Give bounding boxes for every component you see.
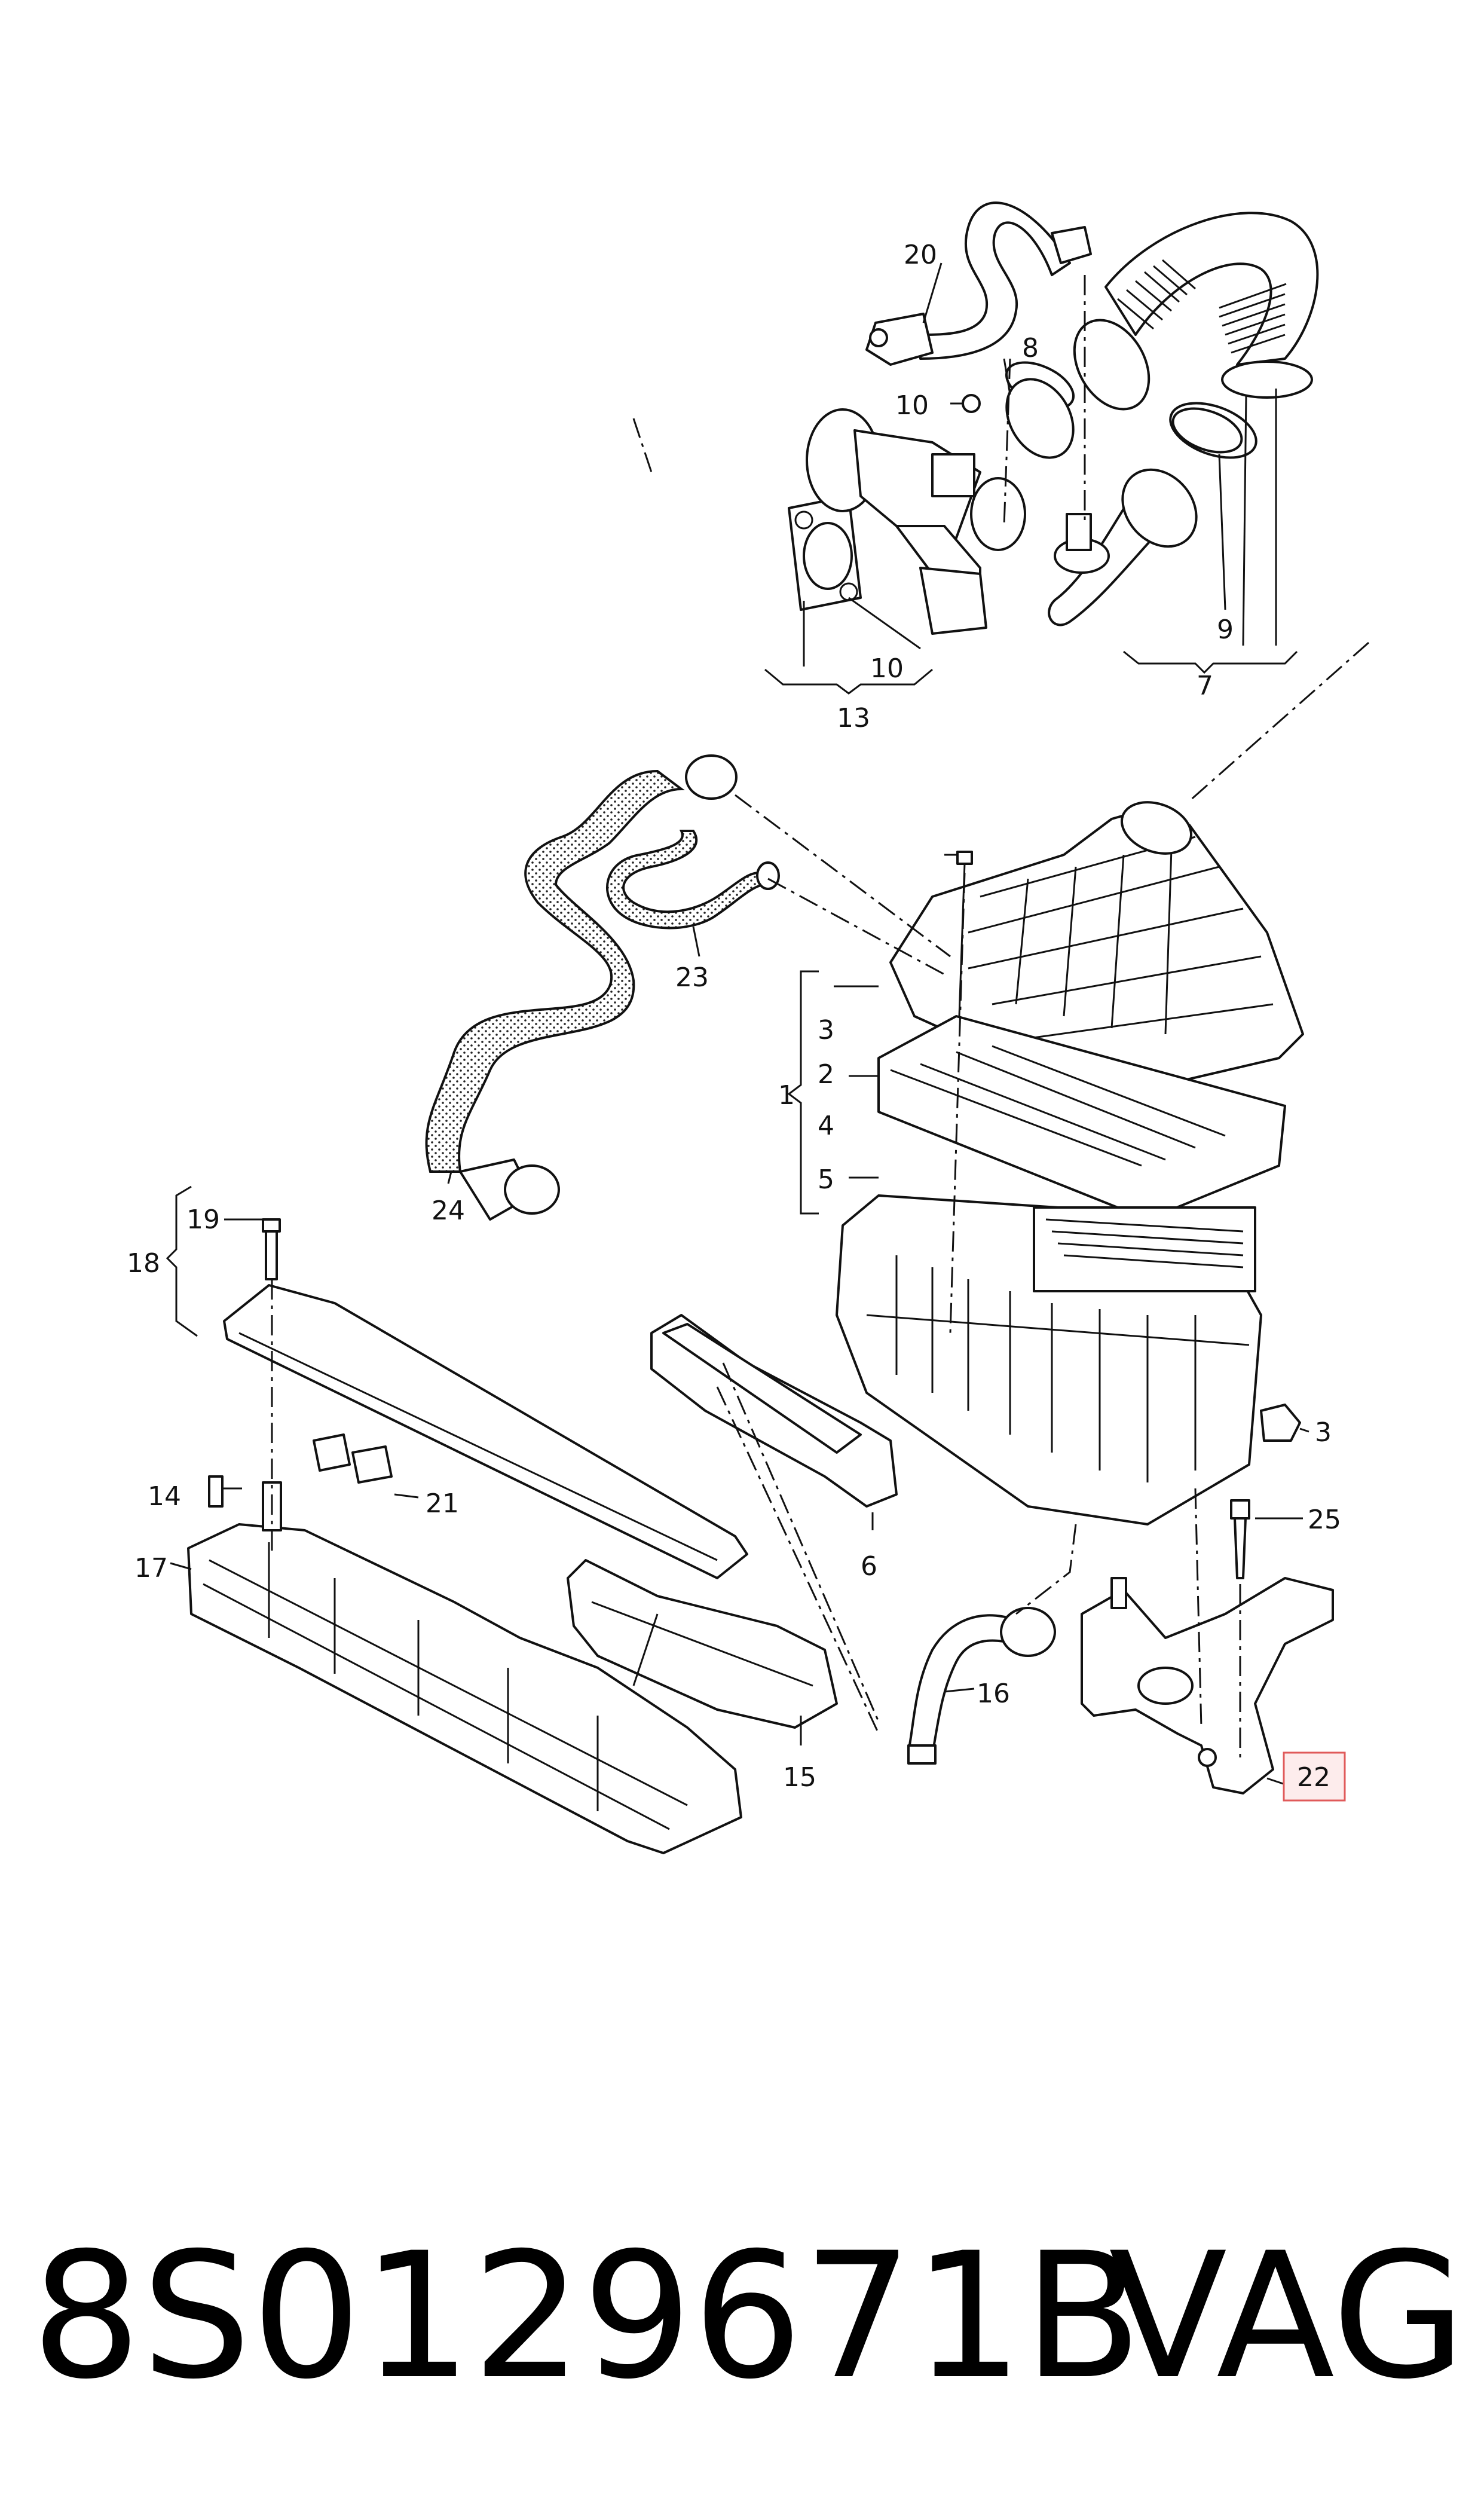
leader-lines [166,262,1369,1786]
callout-label: 3 [1315,1417,1332,1448]
bracket-21 [313,1433,393,1484]
callout-label: 19 [186,1204,220,1235]
callout-label: 4 [818,1111,834,1141]
callout-label: 20 [904,240,937,270]
hose-16 [907,1607,1056,1765]
callout-label: 8 [1022,333,1039,363]
callout-label: 25 [1308,1505,1341,1535]
filter-element-2 [877,1015,1286,1221]
callout-label: 24 [432,1196,465,1226]
callout-label: 10 [895,390,929,421]
throttle-housing-13 [788,394,1026,635]
clamp-9 [1171,407,1243,454]
callout-label: 3 [818,1015,834,1045]
callout-label: 23 [675,962,709,993]
callout-label: 21 [426,1488,459,1519]
callout-label: 10 [870,653,904,684]
air-duct-6 [650,1314,898,1508]
hose-23 [606,830,780,930]
callout-label: 18 [127,1248,160,1279]
bolt-25 [1230,1499,1250,1579]
clamp-8 [1005,378,1075,459]
callout-label: 1 [778,1080,795,1111]
air-filter-lower-housing [836,1194,1262,1526]
callout-label: 16 [977,1679,1010,1709]
air-duct-15 [567,1559,838,1729]
callout-label: 9 [1217,615,1234,645]
callout-label: 5 [818,1164,834,1195]
callout-label: 17 [134,1553,168,1583]
callout-label: 13 [837,703,870,733]
breather-hose-20 [865,201,1092,366]
brand-name: VAG [1109,2216,1466,2417]
callout-label: 2 [818,1059,834,1090]
callout-label-highlighted[interactable]: 22 [1297,1762,1330,1793]
part-number: 8S0129671B [31,2216,1142,2417]
callout-22-highlight[interactable]: 22 [1283,1751,1346,1802]
grommet-3 [1260,1404,1301,1442]
bracket-22 [1081,1577,1334,1794]
callout-label: 6 [861,1551,877,1582]
callout-label: 7 [1197,671,1213,701]
callout-label: 14 [148,1481,181,1512]
hose-24 [425,754,738,1221]
callout-labels: 1 2 3 4 5 3 6 7 8 9 10 10 13 14 15 16 17… [127,240,1346,1802]
cover-18 [223,1218,748,1579]
callout-label: 15 [783,1762,816,1793]
